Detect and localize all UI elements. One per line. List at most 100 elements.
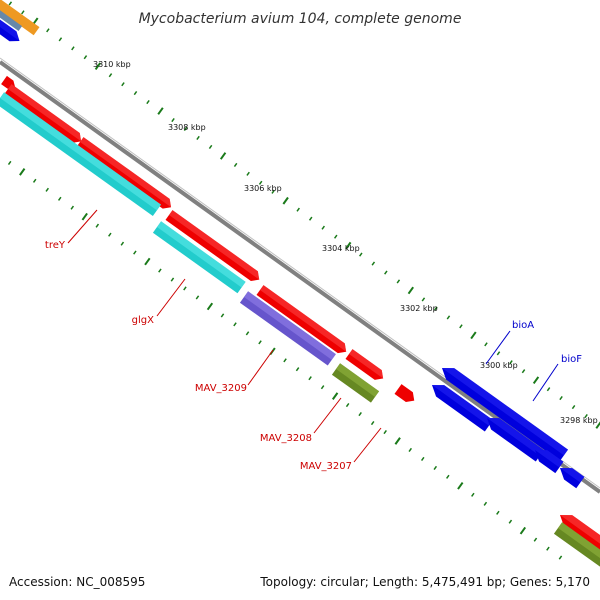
tick-mark xyxy=(133,91,138,96)
tick-mark xyxy=(559,396,563,401)
gene-feature-slate[interactable] xyxy=(0,0,23,31)
tick-mark xyxy=(407,286,414,295)
tick-mark xyxy=(420,456,425,461)
tick-mark xyxy=(308,376,312,381)
tick-mark xyxy=(496,510,500,515)
tick-mark xyxy=(595,421,600,429)
gene-label-bioA[interactable]: bioA xyxy=(512,320,534,331)
tick-mark xyxy=(133,250,137,255)
genome-title: Mycobacterium avium 104, complete genome xyxy=(139,11,462,27)
gene-feature-orange[interactable] xyxy=(0,0,40,36)
tick-mark xyxy=(546,546,550,551)
gene-feature-treY[interactable] xyxy=(0,92,162,217)
tick-mark xyxy=(408,447,413,453)
gene-feature-red-4[interactable] xyxy=(256,285,350,356)
gene-label-MAV_3209[interactable]: MAV_3209 xyxy=(195,383,247,394)
gene-feature-blue-topleft[interactable] xyxy=(0,0,23,46)
gene-feature-red-2[interactable] xyxy=(76,137,175,212)
tick-mark xyxy=(321,225,326,230)
tick-mark xyxy=(219,152,227,160)
gene-features xyxy=(0,0,600,575)
gene-feature-red-bottom[interactable] xyxy=(556,509,600,562)
tick-mark xyxy=(446,315,451,320)
tick-mark xyxy=(394,437,401,445)
tick-mark xyxy=(258,180,263,185)
tick-label: 3300 kbp xyxy=(480,361,518,370)
tick-mark xyxy=(308,216,313,221)
tick-mark xyxy=(532,376,540,385)
tick-mark xyxy=(58,37,63,42)
tick-mark xyxy=(421,297,426,302)
tick-mark xyxy=(333,234,338,239)
tick-mark xyxy=(46,28,50,33)
tick-mark xyxy=(496,351,501,356)
tick-mark xyxy=(57,196,62,201)
gene-feature-MAV_3208[interactable] xyxy=(331,363,380,403)
tick-mark xyxy=(158,268,162,273)
gene-feature-blue-4[interactable] xyxy=(531,444,564,474)
tick-mark xyxy=(296,207,300,212)
tick-mark xyxy=(8,1,13,6)
tick-mark xyxy=(471,492,475,497)
tick-mark xyxy=(446,474,450,479)
tick-mark xyxy=(94,62,102,71)
tick-mark xyxy=(331,392,339,400)
tick-mark xyxy=(233,322,237,327)
tick-mark xyxy=(196,135,200,141)
gene-label-MAV_3207[interactable]: MAV_3207 xyxy=(300,461,352,472)
gene-feature-MAV_3209[interactable] xyxy=(239,291,336,366)
tick-mark xyxy=(195,295,200,300)
tick-mark xyxy=(121,82,125,87)
tick-mark xyxy=(509,360,513,365)
tick-mark xyxy=(371,261,376,266)
tick-mark xyxy=(295,367,300,372)
tick-label: 3310 kbp xyxy=(93,60,131,69)
gene-label-MAV_3208[interactable]: MAV_3208 xyxy=(260,433,312,444)
tick-mark xyxy=(32,178,37,183)
gene-labels: treY glgX MAV_3209 MAV_3208 MAV_3207 bio… xyxy=(45,209,582,472)
gene-feature-red-small-2[interactable] xyxy=(394,384,418,405)
tick-mark xyxy=(144,257,151,266)
gene-label-bioF[interactable]: bioF xyxy=(561,354,582,365)
tick-mark xyxy=(396,279,401,284)
tick-mark xyxy=(359,252,363,257)
tick-mark xyxy=(108,232,112,237)
tick-mark xyxy=(383,429,387,435)
tick-mark xyxy=(70,205,75,210)
tick-mark xyxy=(81,212,88,221)
tick-mark xyxy=(345,403,350,408)
tick-mark xyxy=(519,526,527,535)
tick-mark xyxy=(170,277,175,282)
gene-label-treY[interactable]: treY xyxy=(45,240,66,251)
gene-label-glgX[interactable]: glgX xyxy=(132,315,154,326)
tick-mark xyxy=(571,405,576,410)
gene-feature-red-5[interactable] xyxy=(345,349,387,383)
tick-mark xyxy=(484,342,488,347)
tick-mark xyxy=(245,331,250,336)
gene-feature-red-3[interactable] xyxy=(165,210,263,284)
tick-mark xyxy=(521,369,526,374)
gene-feature-blue-3[interactable] xyxy=(483,412,544,462)
tick-mark xyxy=(183,126,188,132)
tick-mark xyxy=(95,223,100,228)
tick-mark xyxy=(206,302,214,311)
gene-feature-bioA[interactable] xyxy=(428,379,493,432)
gene-feature-blue-5[interactable] xyxy=(556,462,585,489)
tick-mark xyxy=(171,117,175,123)
tick-mark xyxy=(183,286,187,291)
tick-mark xyxy=(19,168,26,176)
tick-mark xyxy=(246,171,250,176)
tick-mark xyxy=(384,270,388,275)
tick-mark xyxy=(208,144,213,149)
gene-feature-glgX[interactable] xyxy=(152,221,246,294)
gene-feature-olive-bottom[interactable] xyxy=(553,522,600,575)
gene-feature-bioF[interactable] xyxy=(438,362,569,462)
tick-mark xyxy=(433,465,438,470)
gene-feature-red-1[interactable] xyxy=(4,84,85,146)
tick-mark xyxy=(220,313,225,318)
genome-summary-text: Topology: circular; Length: 5,475,491 bp… xyxy=(259,575,590,589)
tick-mark xyxy=(146,100,150,105)
tick-mark xyxy=(584,413,588,419)
